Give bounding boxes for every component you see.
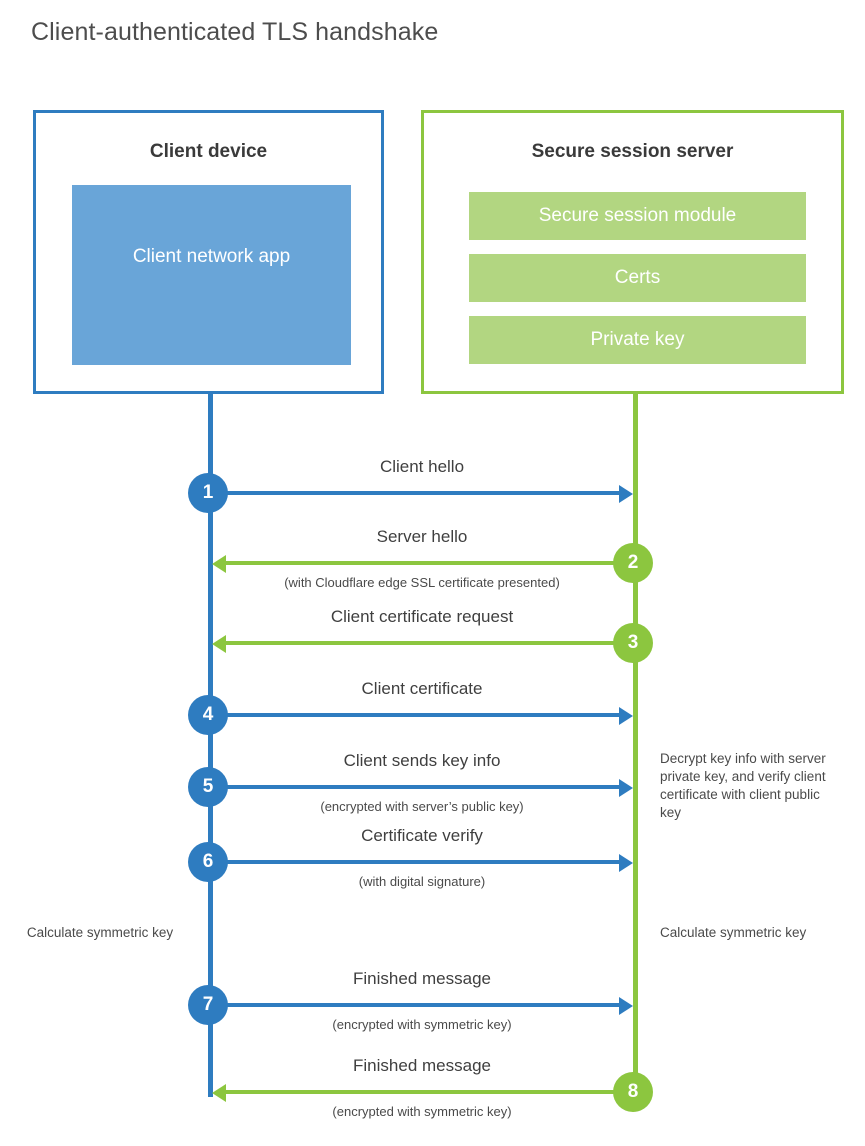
annotation-decrypt-key-info: Decrypt key info with server private key…: [660, 751, 826, 820]
arrow-head-left-icon: [212, 1084, 226, 1102]
secure-session-server-box: Secure session server Secure session mod…: [421, 110, 844, 394]
message-label-1: Client hello: [379, 457, 465, 476]
message-sublabel-7: (encrypted with symmetric key): [332, 1017, 512, 1032]
step-circle-1[interactable]: 1: [188, 473, 228, 513]
server-block-label: Private key: [590, 329, 685, 350]
arrow-shaft-3: [226, 641, 635, 645]
message-label-6: Certificate verify: [361, 826, 483, 845]
step-circle-7[interactable]: 7: [188, 985, 228, 1025]
client-network-app-block: Client network app: [72, 185, 351, 365]
step-circle-6[interactable]: 6: [188, 842, 228, 882]
arrow-head-right-icon: [619, 854, 633, 872]
page-title: Client-authenticated TLS handshake: [31, 18, 439, 46]
step-circle-5[interactable]: 5: [188, 767, 228, 807]
arrow-shaft-5: [208, 785, 620, 789]
message-sublabel-5: (encrypted with server’s public key): [320, 799, 524, 814]
message-label-8: Finished message: [353, 1056, 491, 1075]
arrow-shaft-4: [208, 713, 620, 717]
server-lifeline: [633, 394, 638, 1093]
arrow-shaft-2: [226, 561, 635, 565]
message-label-2: Server hello: [376, 527, 468, 546]
server-block-label: Certs: [614, 267, 661, 288]
message-label-5: Client sends key info: [343, 751, 501, 770]
client-device-heading: Client device: [149, 141, 268, 162]
arrow-head-right-icon: [619, 779, 633, 797]
step-circle-2[interactable]: 2: [613, 543, 653, 583]
arrow-head-right-icon: [619, 485, 633, 503]
server-block-certs: Certs: [469, 254, 806, 302]
message-sublabel-6: (with digital signature): [358, 874, 486, 889]
client-device-box: Client device Client network app: [33, 110, 384, 394]
server-block-label: Secure session module: [538, 205, 737, 226]
arrow-head-left-icon: [212, 555, 226, 573]
server-block-private-key: Private key: [469, 316, 806, 364]
step-circle-8[interactable]: 8: [613, 1072, 653, 1112]
arrow-head-right-icon: [619, 707, 633, 725]
arrow-head-left-icon: [212, 635, 226, 653]
message-sublabel-8: (encrypted with symmetric key): [332, 1104, 512, 1119]
arrow-shaft-7: [208, 1003, 620, 1007]
arrow-shaft-6: [208, 860, 620, 864]
arrow-shaft-1: [208, 491, 620, 495]
step-circle-3[interactable]: 3: [613, 623, 653, 663]
message-label-3: Client certificate request: [330, 607, 514, 626]
client-network-app-label: Client network app: [132, 246, 291, 267]
message-sublabel-2: (with Cloudflare edge SSL certificate pr…: [284, 575, 560, 590]
step-circle-4[interactable]: 4: [188, 695, 228, 735]
annotation-calculate-symmetric-key-client: Calculate symmetric key: [26, 925, 174, 940]
annotation-calculate-symmetric-key-server: Calculate symmetric key: [660, 925, 807, 940]
message-label-4: Client certificate: [361, 679, 483, 698]
secure-session-server-heading: Secure session server: [531, 141, 734, 162]
server-block-secure-session-module: Secure session module: [469, 192, 806, 240]
message-label-7: Finished message: [353, 969, 491, 988]
client-lifeline: [208, 394, 213, 1097]
arrow-shaft-8: [226, 1090, 635, 1094]
arrow-head-right-icon: [619, 997, 633, 1015]
